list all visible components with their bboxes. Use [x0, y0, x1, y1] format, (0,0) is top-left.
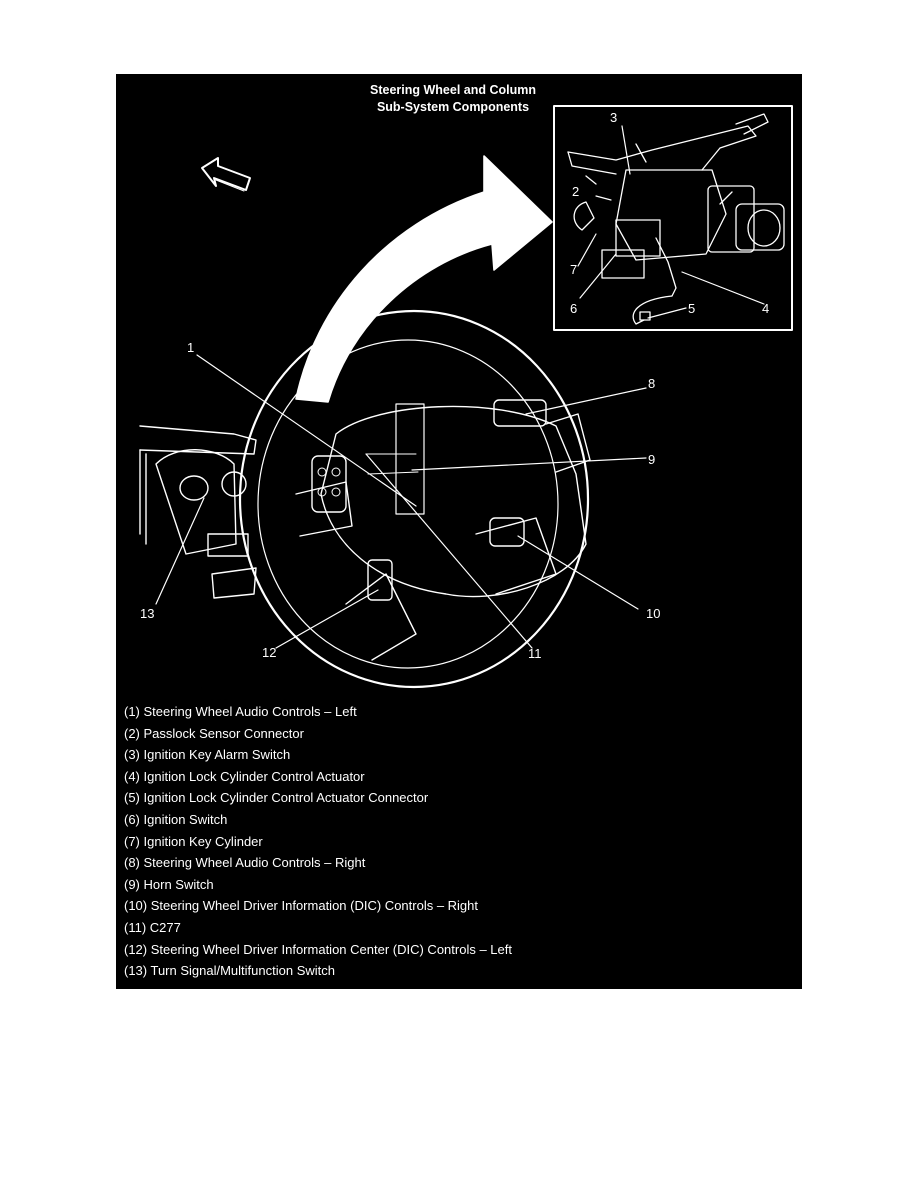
callout-3: 3 — [610, 110, 617, 125]
front-direction-arrow — [201, 157, 251, 192]
title-line-1: Steering Wheel and Column — [370, 83, 536, 97]
legend-item: (1) Steering Wheel Audio Controls – Left — [124, 704, 357, 719]
callout-11: 11 — [528, 646, 542, 661]
legend-item: (2) Passlock Sensor Connector — [124, 725, 304, 741]
steering-column-illustration: 1 2 3 4 5 6 7 8 9 10 11 12 13 — [139, 105, 793, 689]
legend-item: (9) Horn Switch — [124, 876, 214, 892]
legend-item: (10) Steering Wheel Driver Information (… — [124, 898, 479, 914]
callout-5: 5 — [688, 301, 695, 316]
legend-item: (12) Steering Wheel Driver Information C… — [124, 941, 512, 957]
callout-13: 13 — [140, 606, 154, 621]
diagram-panel: 1 2 3 4 5 6 7 8 9 10 11 12 13 Steering W… — [116, 74, 802, 989]
component-legend: (1) Steering Wheel Audio Controls – Left… — [124, 701, 512, 982]
leader-lines — [155, 125, 765, 649]
callout-2: 2 — [572, 184, 579, 199]
callout-1: 1 — [187, 340, 194, 355]
diagram-title: Steering Wheel and Column Sub-System Com… — [318, 82, 588, 116]
dashboard-left — [139, 425, 257, 599]
callout-9: 9 — [648, 452, 655, 467]
title-line-2: Sub-System Components — [376, 100, 530, 114]
callout-7: 7 — [570, 262, 577, 277]
inset-frame — [553, 105, 793, 331]
callout-10: 10 — [646, 606, 660, 621]
callout-8: 8 — [648, 376, 655, 391]
callout-6: 6 — [570, 301, 577, 316]
callout-4: 4 — [762, 301, 769, 316]
legend-item: (4) Ignition Lock Cylinder Control Actua… — [124, 768, 365, 784]
steering-wheel — [238, 309, 591, 689]
callout-12: 12 — [262, 645, 276, 660]
curved-arrow — [295, 155, 553, 403]
legend-item: (11) C277 — [124, 919, 181, 935]
legend-item: (8) Steering Wheel Audio Controls – Righ… — [124, 855, 366, 871]
legend-item: (5) Ignition Lock Cylinder Control Actua… — [124, 790, 429, 806]
legend-item: (6) Ignition Switch — [124, 811, 228, 827]
legend-item: (13) Turn Signal/Multifunction Switch — [124, 963, 335, 979]
inset-steering-column — [567, 113, 785, 325]
legend-item: (3) Ignition Key Alarm Switch — [124, 747, 291, 763]
legend-item: (7) Ignition Key Cylinder — [124, 833, 263, 849]
